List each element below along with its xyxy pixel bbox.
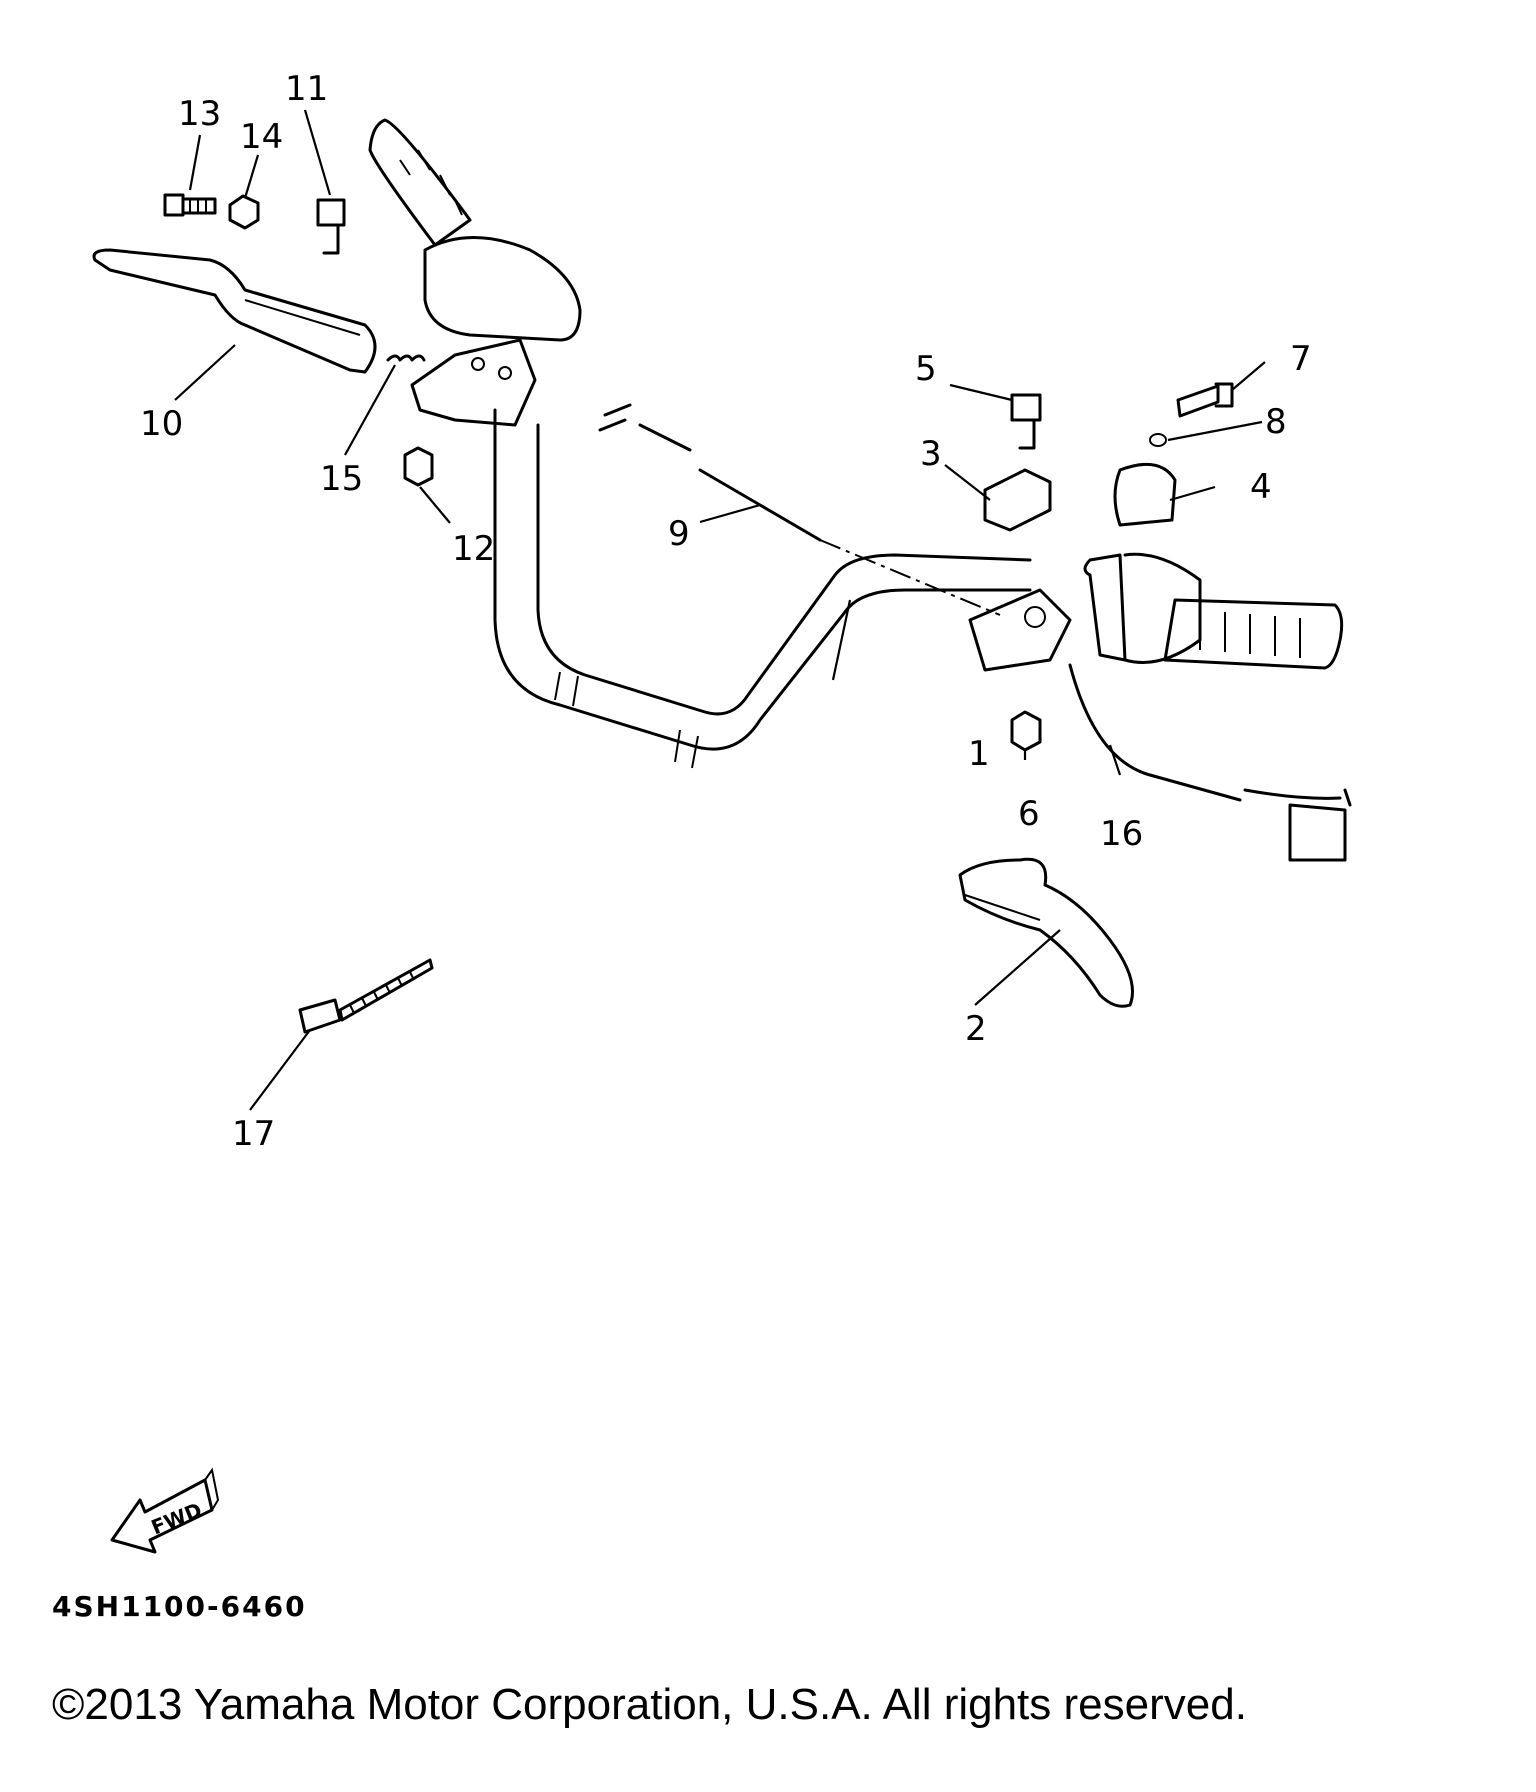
copyright-notice: ©2013 Yamaha Motor Corporation, U.S.A. A… <box>52 1680 1247 1729</box>
callout-8: 8 <box>1265 402 1287 442</box>
callout-9: 9 <box>668 514 690 554</box>
bolt-13 <box>163 193 217 217</box>
drawing-code: 4SH1100-6460 <box>52 1590 307 1623</box>
callout-13: 13 <box>178 94 221 134</box>
bolt-5 <box>1010 393 1042 450</box>
right-lever <box>958 857 1134 1008</box>
washer-8 <box>1149 433 1167 447</box>
nut-6 <box>1010 710 1042 752</box>
callout-15: 15 <box>320 459 363 499</box>
callout-4: 4 <box>1250 467 1272 507</box>
callout-1: 1 <box>968 734 990 774</box>
cable-9 <box>598 403 1001 616</box>
callout-17: 17 <box>232 1114 275 1154</box>
cable-tie-17 <box>298 958 434 1034</box>
handlebar <box>493 408 1032 769</box>
callout-2: 2 <box>965 1009 987 1049</box>
callout-10: 10 <box>140 404 183 444</box>
right-grip <box>1083 552 1344 670</box>
fwd-label: FWD <box>148 1498 206 1540</box>
callout-6: 6 <box>1018 794 1040 834</box>
callout-16: 16 <box>1100 814 1143 854</box>
bolt-7 <box>1176 382 1234 418</box>
callout-11: 11 <box>285 69 328 109</box>
callout-5: 5 <box>915 349 937 389</box>
callout-14: 14 <box>240 117 283 157</box>
wire-16 <box>1068 663 1352 862</box>
callout-3: 3 <box>920 434 942 474</box>
bracket-3 <box>983 468 1052 532</box>
callout-7: 7 <box>1290 339 1312 379</box>
nut-14 <box>228 194 260 230</box>
callout-12: 12 <box>452 529 495 569</box>
fwd-arrow-icon: FWD <box>110 1467 220 1554</box>
left-lever <box>92 248 377 374</box>
nut-12 <box>403 446 434 487</box>
spring-15 <box>386 354 426 362</box>
clamp-4 <box>1113 462 1177 527</box>
left-grip <box>368 118 582 342</box>
left-lever-holder <box>410 338 537 427</box>
right-lever-holder <box>968 588 1072 672</box>
bolt-11 <box>316 198 346 255</box>
leader-lines <box>174 109 1266 1111</box>
